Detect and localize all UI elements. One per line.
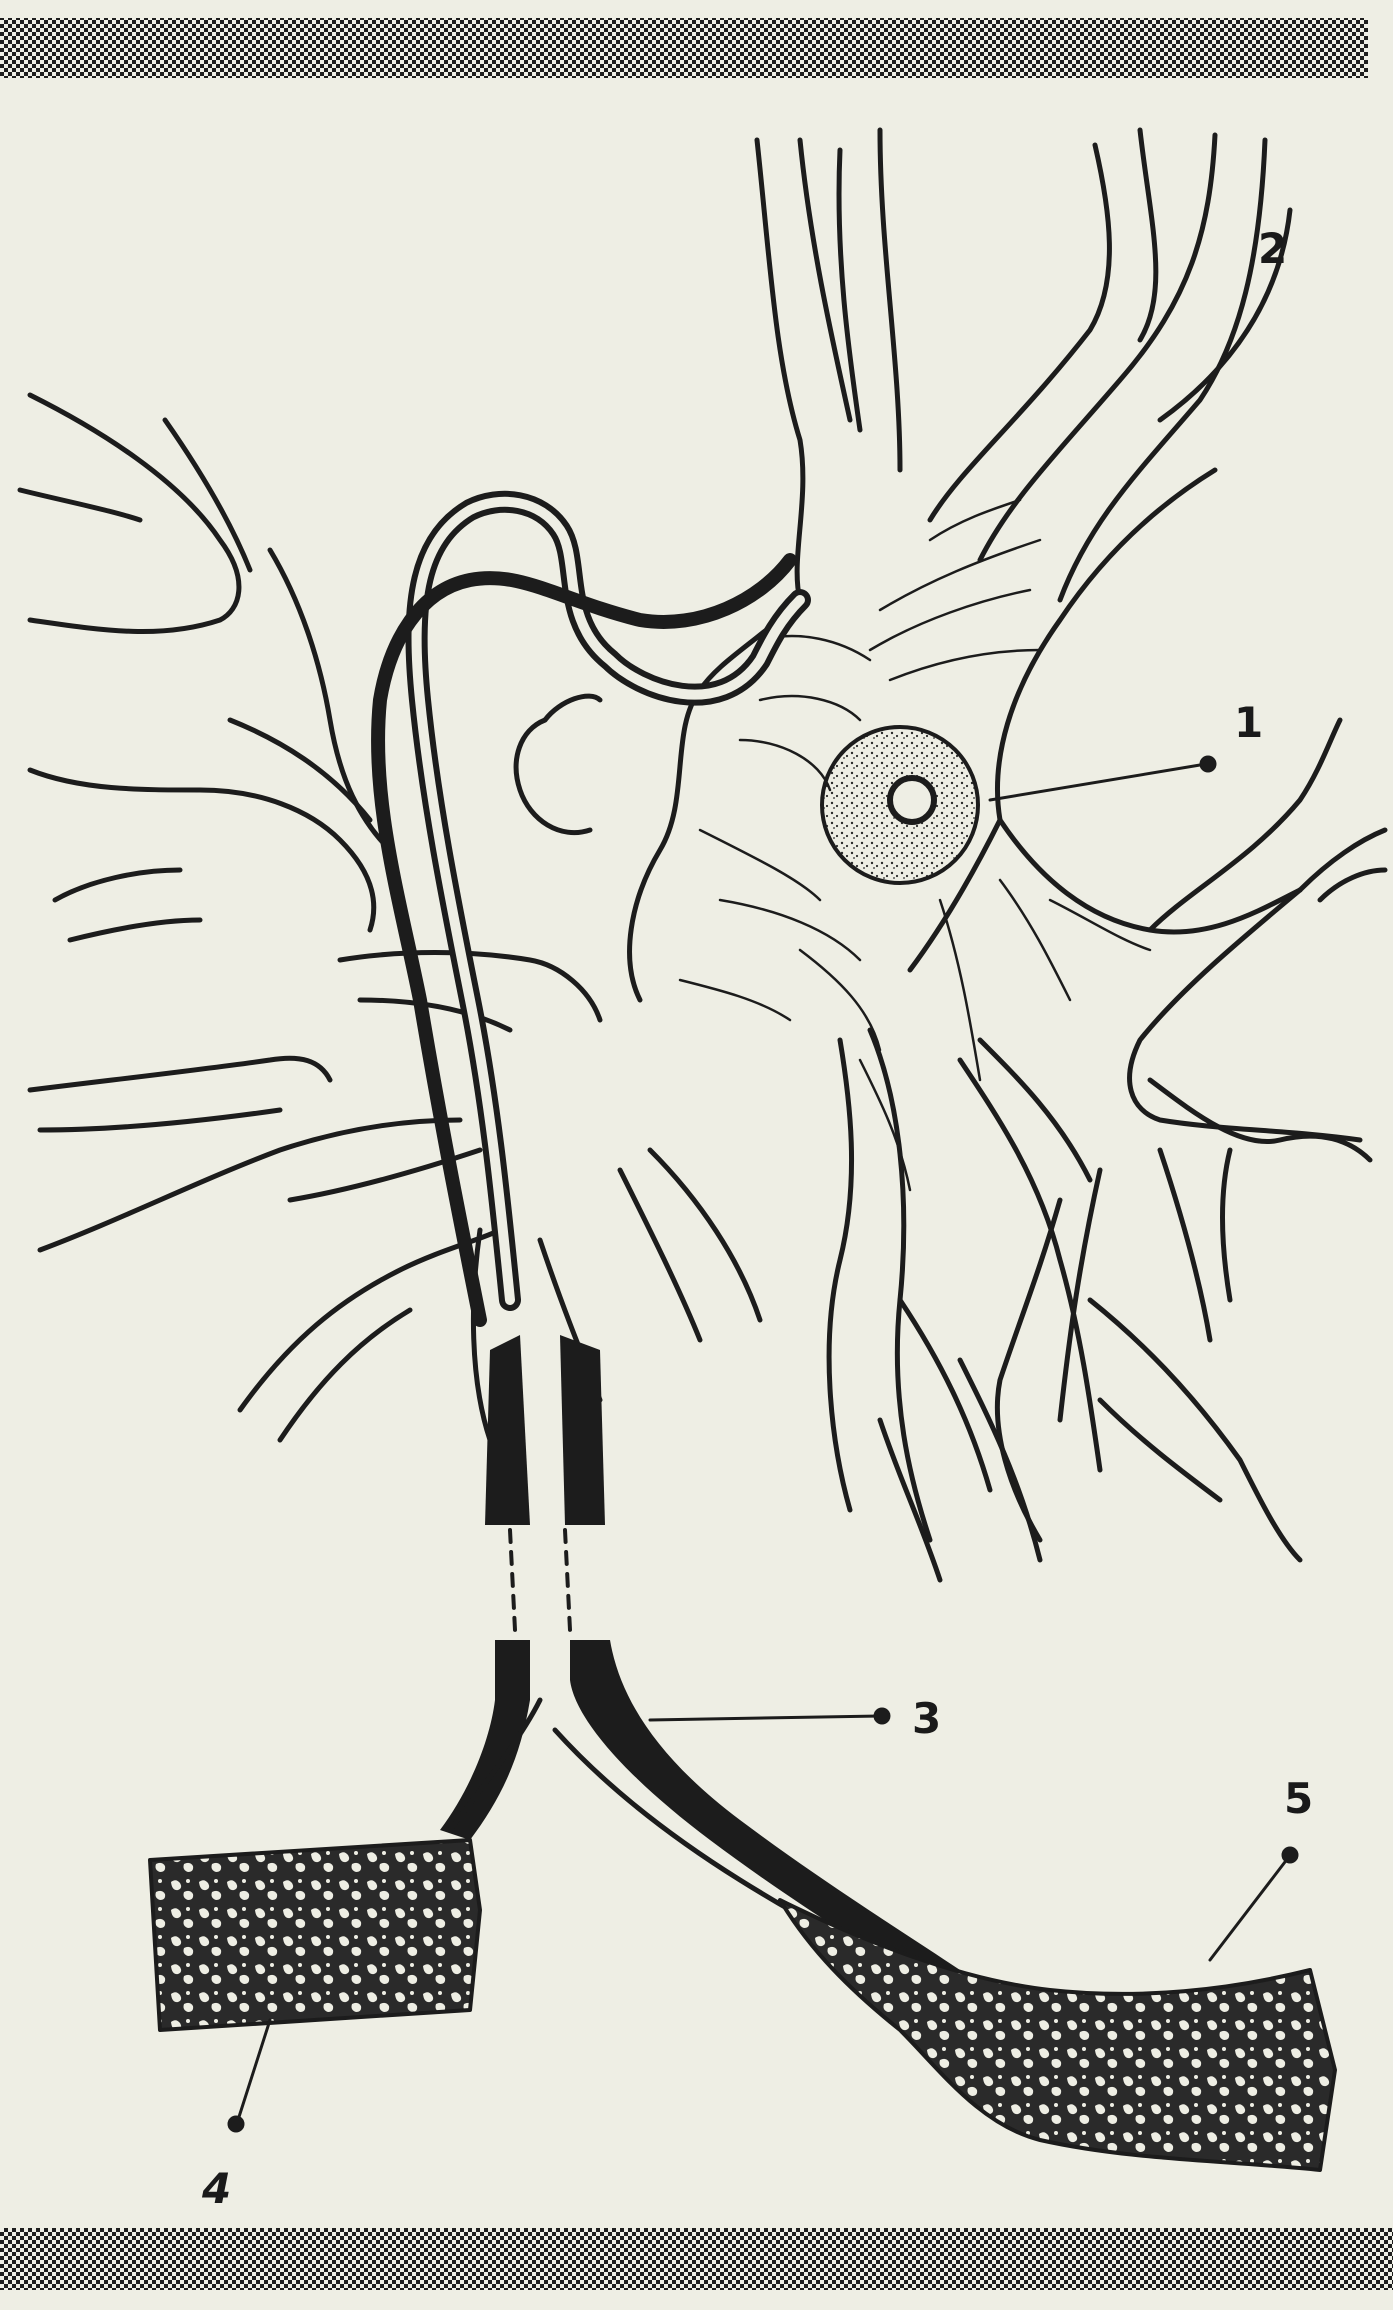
axon-hillock (378, 502, 800, 1320)
leader-5 (1210, 1858, 1288, 1960)
label-4: 4 (202, 2168, 231, 2210)
leader-4 (238, 2020, 270, 2120)
terminal-4 (150, 1840, 480, 2130)
node-of-ranvier (510, 1530, 570, 1630)
label-3: 3 (912, 1698, 941, 1740)
bottom-border (0, 2228, 1393, 2290)
lower-dendrites (829, 1030, 1300, 1580)
left-dendrites (20, 395, 600, 1250)
label-1: 1 (1234, 702, 1263, 744)
leader-1 (990, 764, 1206, 800)
top-border (0, 18, 1368, 78)
right-dendrites (1130, 720, 1385, 1340)
upper-dendrites (757, 130, 1290, 820)
terminal-5 (780, 1849, 1335, 2170)
label-5: 5 (1284, 1778, 1313, 1820)
label-2: 2 (1258, 228, 1287, 270)
leader-3 (650, 1716, 880, 1720)
nucleolus (890, 778, 934, 822)
cell-body (630, 600, 1300, 1000)
